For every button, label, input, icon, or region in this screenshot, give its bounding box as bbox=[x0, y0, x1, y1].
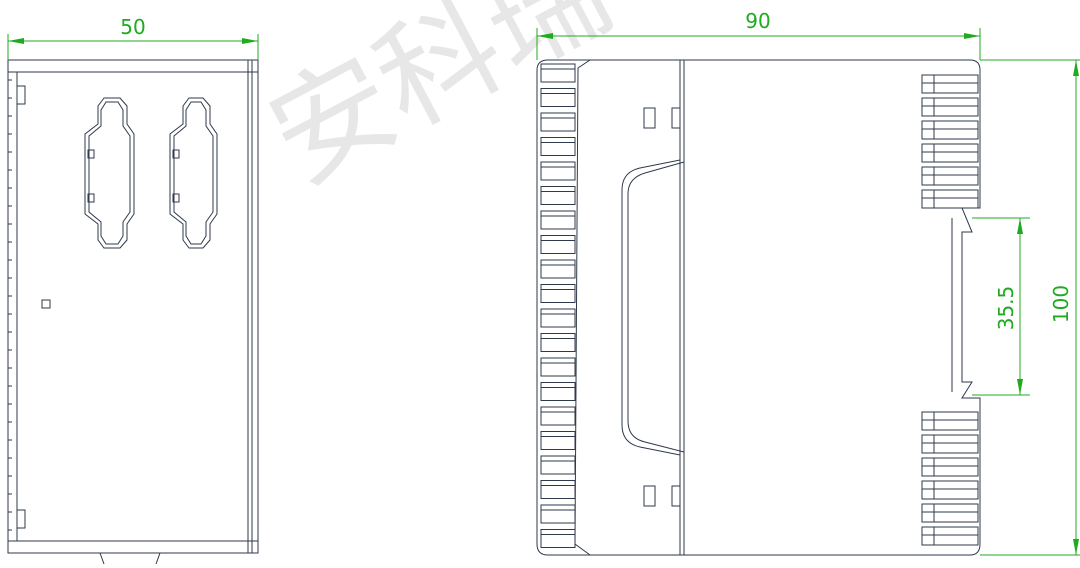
watermark: 安科瑞 bbox=[248, 0, 631, 211]
front-left-ticks bbox=[8, 79, 12, 531]
side-view-outline bbox=[536, 59, 981, 556]
terminal-block bbox=[921, 97, 979, 117]
dimension-label-rail: 35.5 bbox=[994, 286, 1018, 331]
dim-arrow-height-bottom bbox=[1073, 539, 1079, 555]
side-left-fins bbox=[540, 63, 576, 548]
side-slot-bottom bbox=[643, 485, 656, 507]
din-groove-inner bbox=[627, 161, 685, 453]
front-view bbox=[7, 59, 259, 565]
din-groove-outer bbox=[621, 159, 681, 456]
side-cooling-fin bbox=[540, 480, 576, 499]
side-right-terminals bbox=[921, 74, 979, 546]
side-cooling-fin bbox=[540, 529, 576, 548]
side-cooling-fin bbox=[540, 504, 576, 524]
side-cooling-fin bbox=[540, 88, 576, 107]
side-cooling-fin bbox=[540, 210, 576, 230]
front-clip-bottom bbox=[16, 509, 26, 529]
dimension-label-height: 100 bbox=[1049, 285, 1073, 323]
connector-right bbox=[169, 97, 218, 249]
side-cooling-fin bbox=[540, 333, 576, 352]
side-cooling-fin bbox=[540, 112, 576, 132]
dim-arrow-rail-bottom bbox=[1017, 379, 1023, 395]
front-bottom-tab bbox=[99, 552, 161, 565]
terminal-block bbox=[921, 457, 979, 477]
connector-left-pin-top bbox=[87, 149, 95, 159]
watermark-text: 安科瑞 bbox=[248, 0, 631, 211]
side-clip-top bbox=[671, 107, 681, 129]
side-cooling-fin bbox=[540, 406, 576, 426]
terminal-block bbox=[921, 189, 979, 209]
terminal-block bbox=[921, 434, 979, 454]
dim-arrow-right bbox=[242, 38, 258, 44]
connector-right-pin-top bbox=[172, 149, 180, 159]
side-cooling-fin bbox=[540, 357, 576, 377]
side-view bbox=[536, 59, 981, 556]
dim-arrow-left bbox=[8, 38, 24, 44]
rail-dimension bbox=[972, 217, 1030, 396]
dim-arrow-left-90 bbox=[537, 33, 553, 39]
dim-arrow-height-top bbox=[1073, 60, 1079, 76]
side-cooling-fin bbox=[540, 259, 576, 279]
terminal-block bbox=[921, 411, 979, 431]
connector-left bbox=[84, 97, 135, 249]
side-cooling-fin bbox=[540, 63, 576, 83]
side-left-panel-edge bbox=[574, 59, 591, 556]
dim-arrow-rail-top bbox=[1017, 218, 1023, 234]
terminal-block bbox=[921, 166, 979, 186]
side-cooling-fin bbox=[540, 161, 576, 181]
side-cooling-fin bbox=[540, 186, 576, 205]
dimension-label-width-front: 50 bbox=[120, 15, 145, 39]
side-cooling-fin bbox=[540, 382, 576, 401]
side-slot-top bbox=[643, 107, 656, 129]
dimension-label-width-side: 90 bbox=[745, 9, 770, 33]
side-width-dimension bbox=[536, 28, 981, 60]
dim-arrow-right-90 bbox=[964, 33, 980, 39]
side-cooling-fin bbox=[540, 284, 576, 303]
side-clip-bottom bbox=[671, 485, 681, 507]
front-led-square bbox=[41, 299, 51, 309]
side-cooling-fin bbox=[540, 137, 576, 156]
front-clip-top bbox=[16, 85, 26, 105]
side-cooling-fin bbox=[540, 235, 576, 254]
connector-left-inner bbox=[88, 101, 131, 245]
side-cooling-fin bbox=[540, 308, 576, 328]
connector-left-pin-bottom bbox=[87, 193, 95, 203]
terminal-block bbox=[921, 74, 979, 94]
terminal-block bbox=[921, 526, 979, 546]
front-width-dimension bbox=[7, 34, 259, 60]
side-cooling-fin bbox=[540, 455, 576, 475]
terminal-block bbox=[921, 143, 979, 163]
connector-right-pin-bottom bbox=[172, 193, 180, 203]
front-view-outline bbox=[7, 59, 259, 554]
terminal-block bbox=[921, 120, 979, 140]
terminal-block bbox=[921, 480, 979, 500]
height-dimension bbox=[980, 59, 1080, 556]
connector-right-inner bbox=[173, 101, 214, 245]
side-cooling-fin bbox=[540, 431, 576, 450]
terminal-block bbox=[921, 503, 979, 523]
